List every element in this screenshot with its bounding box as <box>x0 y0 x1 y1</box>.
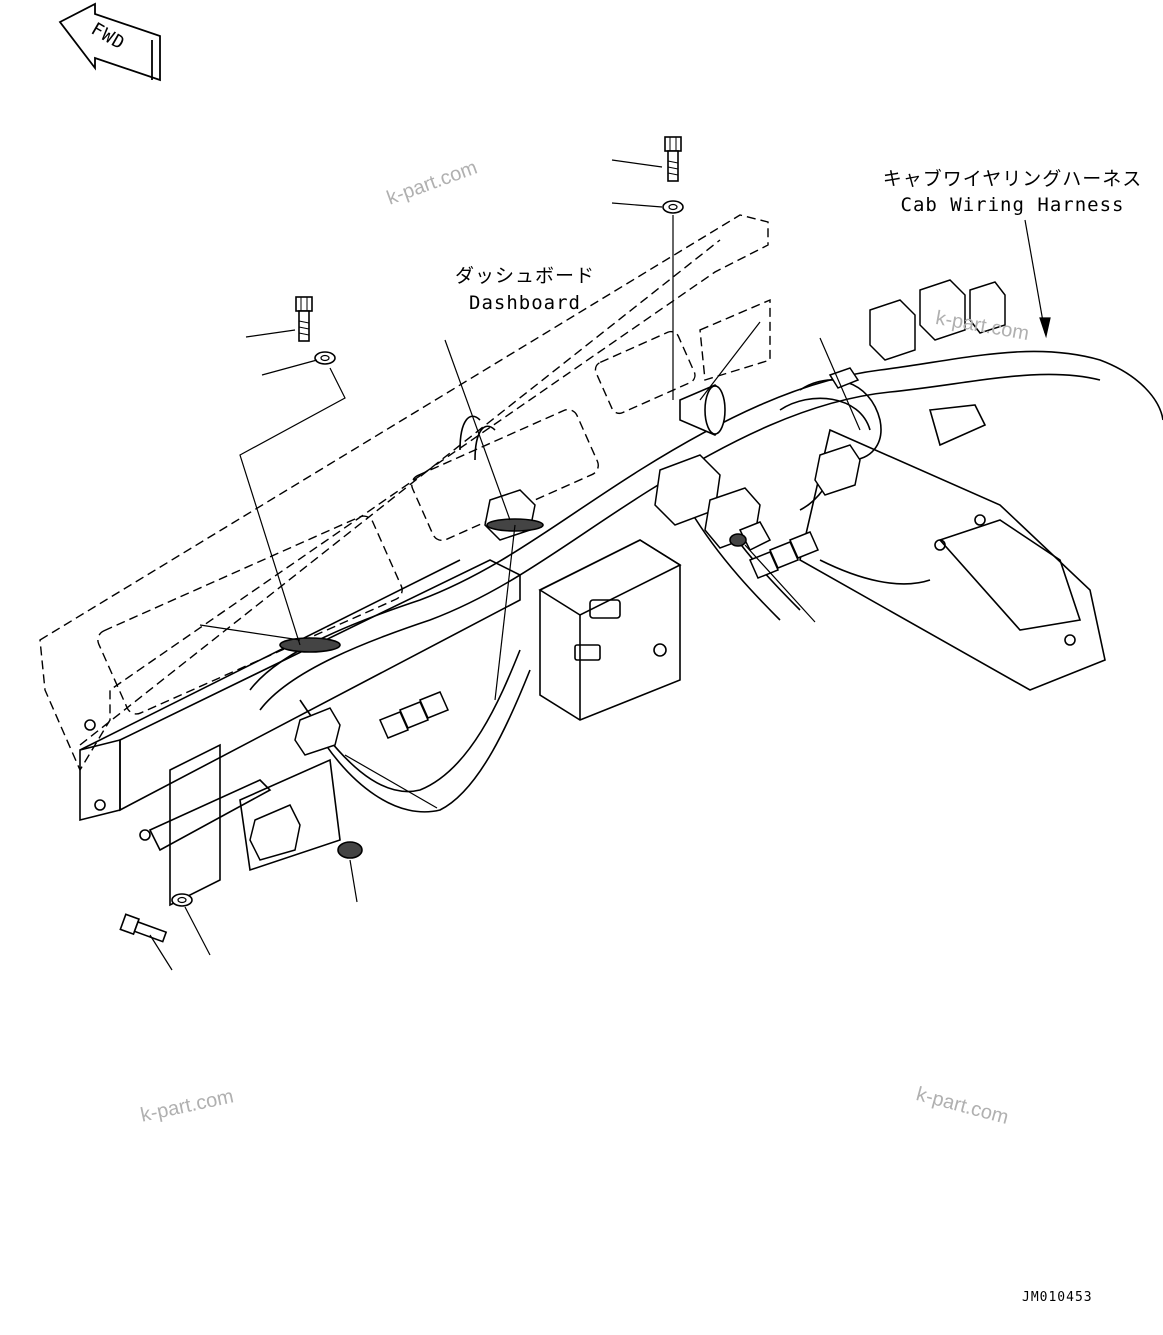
bolt-icon <box>119 913 168 943</box>
dashboard-label-jp: ダッシュボード <box>454 265 595 287</box>
lower-frame <box>79 404 1106 907</box>
bolt-icon <box>664 136 682 182</box>
washer-icon <box>171 893 193 907</box>
fwd-arrow-icon <box>58 2 161 82</box>
connectors <box>249 279 1006 861</box>
washer-icon <box>314 351 336 365</box>
washer-icon <box>662 200 684 214</box>
bolt-icon <box>295 296 313 342</box>
harness-label-en: Cab Wiring Harness <box>900 194 1125 216</box>
dashboard-label-en: Dashboard <box>469 292 581 314</box>
clamps <box>279 384 747 859</box>
leader-lines <box>149 159 1051 971</box>
harness-label-jp: キャブワイヤリングハーネス <box>882 168 1143 190</box>
drawing-code: JM010453 <box>1022 1290 1093 1305</box>
